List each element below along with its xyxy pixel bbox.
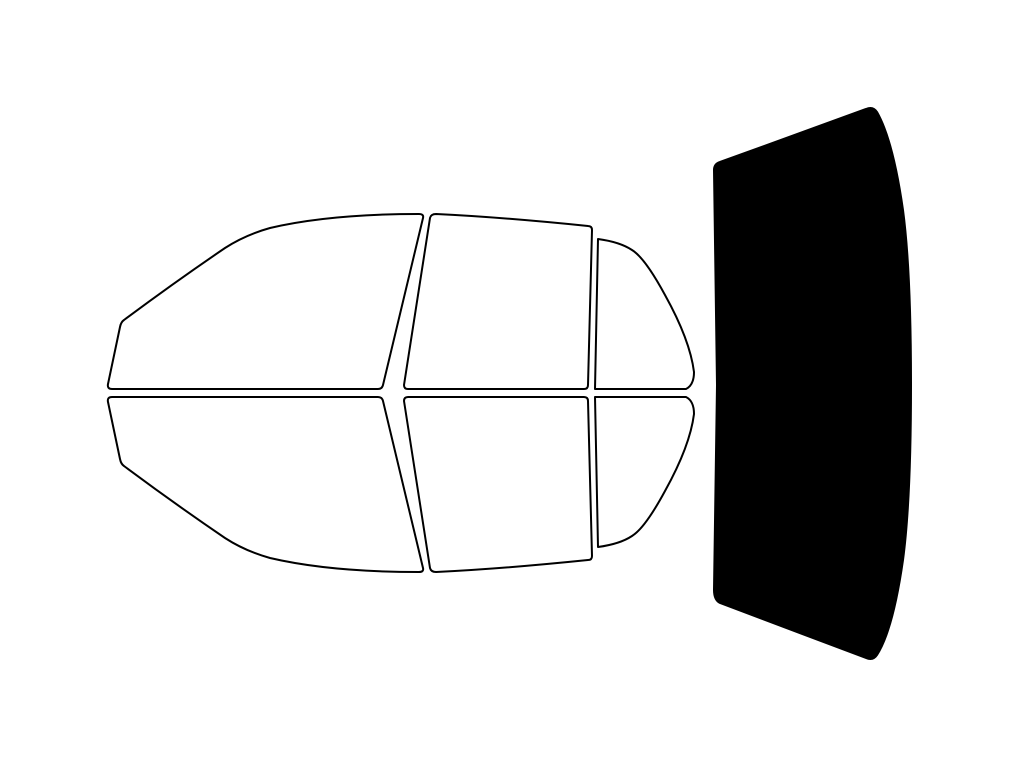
lower-middle-panel[interactable] (403, 396, 593, 573)
rear-windshield[interactable] (713, 107, 912, 660)
lower-right-quarter-panel[interactable] (594, 396, 695, 548)
upper-middle-panel[interactable] (403, 213, 593, 390)
lower-left-panel[interactable] (106, 396, 425, 573)
upper-left-panel[interactable] (106, 213, 425, 390)
upper-right-quarter-panel[interactable] (594, 238, 695, 390)
